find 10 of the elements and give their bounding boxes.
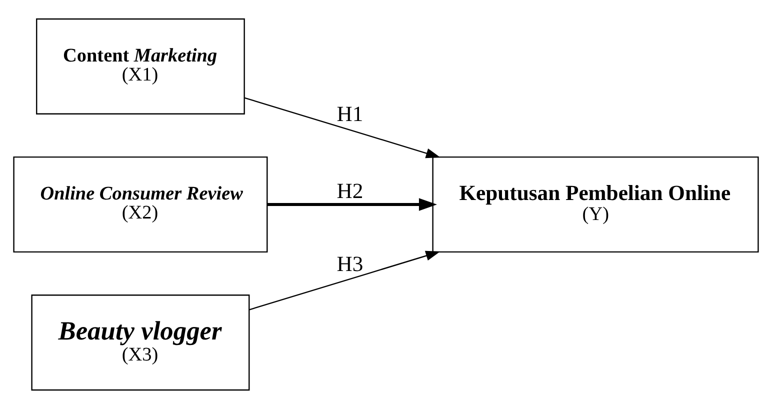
- arrow: [244, 97, 440, 158]
- arrow: [248, 250, 440, 310]
- node-box: Online Consumer Review (X2): [12, 156, 268, 253]
- node-box: Keputusan Pembelian Online (Y): [432, 156, 758, 253]
- node-box: Beauty vlogger (X3): [30, 294, 250, 391]
- node-box: Content Marketing (X1): [36, 18, 244, 114]
- edge-label: H3: [336, 252, 363, 276]
- edge-label: H1: [336, 102, 363, 126]
- edge-label: H2: [336, 178, 363, 203]
- arrow: [266, 198, 436, 211]
